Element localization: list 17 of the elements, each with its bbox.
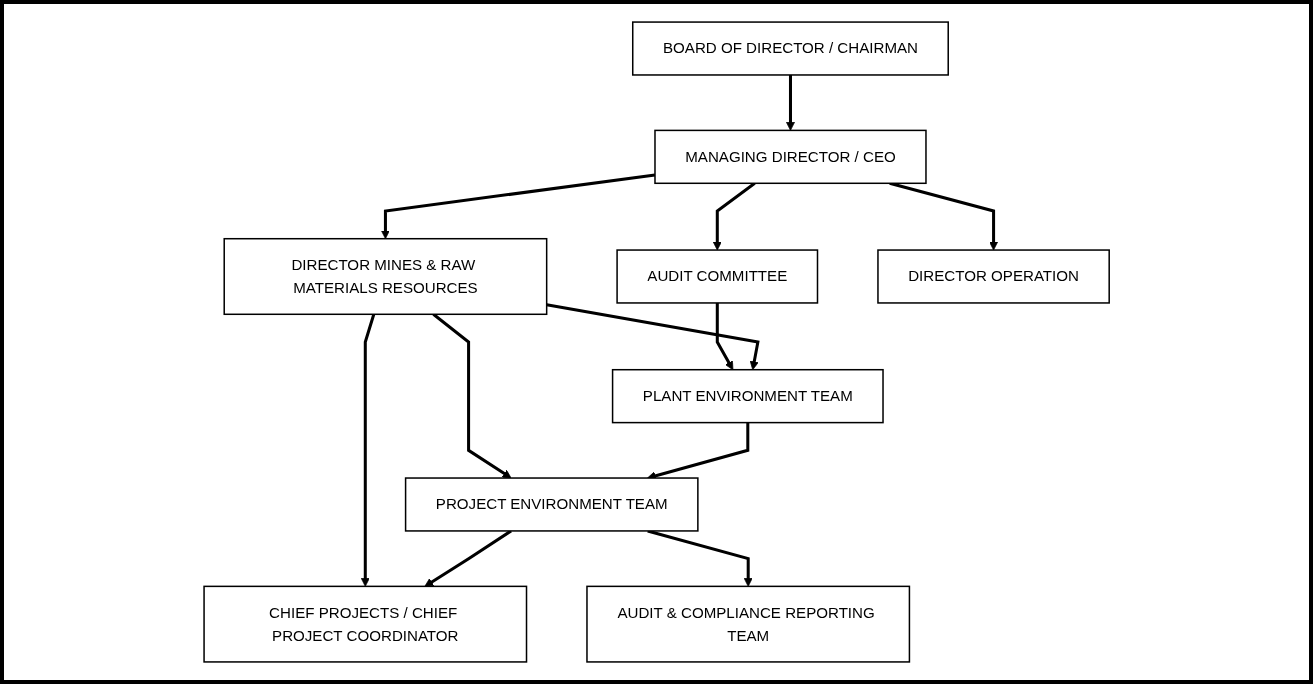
arrow [546,303,760,371]
node-box: DIRECTOR OPERATION [877,249,1110,304]
arrow [785,74,795,131]
arrow [712,182,756,251]
node-box: MANAGING DIRECTOR / CEO [654,129,927,185]
node-box: AUDIT COMMITTEE [616,249,819,304]
arrow [424,529,512,587]
node-box: AUDIT & COMPLIANCE REPORTING TEAM [586,585,911,663]
arrow [432,313,512,479]
node-box: CHIEF PROJECTS / CHIEF PROJECT COORDINATOR [203,585,528,663]
node-box: BOARD OF DIRECTOR / CHAIRMAN [631,21,949,76]
node-box: PLANT ENVIRONMENT TEAM [611,368,884,424]
arrow [715,302,734,371]
node-box: PROJECT ENVIRONMENT TEAM [404,477,699,532]
arrow [360,313,376,587]
node-box: DIRECTOR MINES & RAW MATERIALS RESOURCES [223,237,548,316]
arrow [647,529,753,587]
